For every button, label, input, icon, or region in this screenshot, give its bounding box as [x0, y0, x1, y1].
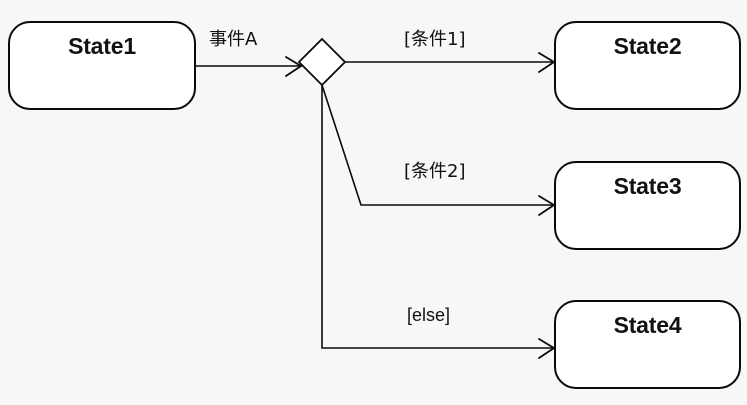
- state-label-state2: State2: [613, 33, 682, 59]
- arrowhead-icon-to-decision: [285, 56, 303, 77]
- state-label-state3: State3: [613, 173, 682, 199]
- transition-label-else: [else]: [407, 305, 451, 325]
- state-node-state2[interactable]: State2: [554, 21, 741, 110]
- state-node-state1[interactable]: State1: [8, 21, 196, 110]
- state-label-state1: State1: [68, 33, 136, 59]
- transition-label-condition-1: [条件1]: [404, 29, 466, 50]
- state-label-state4: State4: [613, 312, 682, 338]
- transition-label-event-a: 事件A: [209, 29, 258, 50]
- edge-line-condition-2: [321, 84, 554, 206]
- transition-decision-to-state2[interactable]: [345, 52, 556, 73]
- decision-diamond-node[interactable]: [297, 37, 347, 87]
- transition-decision-to-state3[interactable]: [321, 84, 556, 216]
- transition-state1-to-decision[interactable]: [196, 56, 303, 77]
- edge-line-else: [321, 85, 554, 349]
- transition-label-condition-2: [条件2]: [404, 161, 466, 182]
- state-node-state4[interactable]: State4: [554, 300, 741, 389]
- state-node-state3[interactable]: State3: [554, 161, 741, 250]
